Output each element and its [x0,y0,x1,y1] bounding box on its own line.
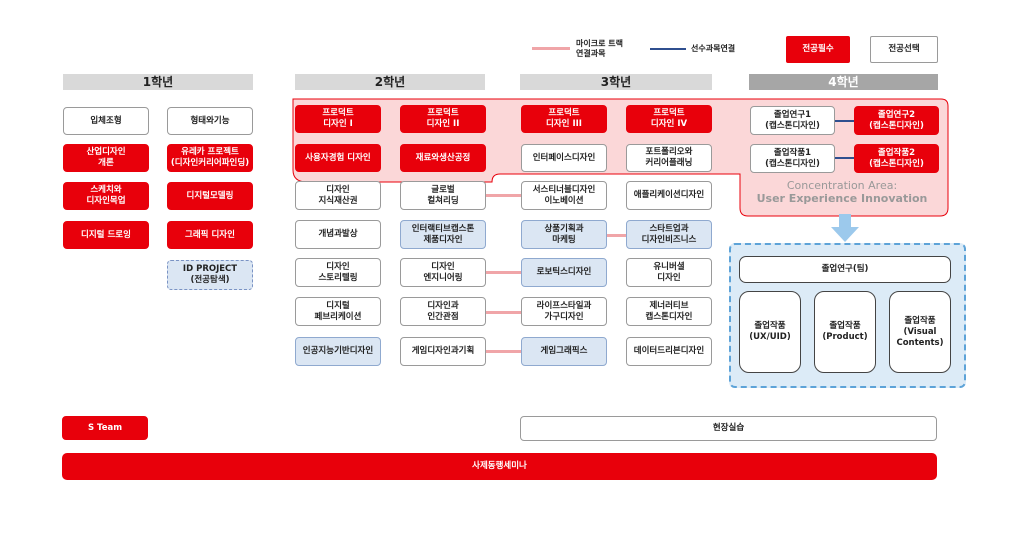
course-box-required[interactable]: 사용자경험 디자인 [295,144,381,172]
prereq-link [835,120,855,122]
course-box[interactable]: 애플리케이션디자인 [626,181,712,210]
course-box[interactable]: 졸업작품1 (캡스톤디자인) [750,144,835,173]
course-box-required[interactable]: 재료와생산공정 [400,144,486,172]
course-box-blue[interactable]: 게임그래픽스 [521,337,607,366]
year-1-header: 1학년 [63,74,253,90]
legend-prereq-line [650,48,686,50]
course-box[interactable]: 형태와기능 [167,107,253,135]
course-box[interactable]: 디지털 페브리케이션 [295,297,381,326]
course-box[interactable]: 유니버셜 디자인 [626,258,712,287]
course-box-required[interactable]: 디지털 드로잉 [63,221,149,249]
course-box[interactable]: 디자인 엔지니어링 [400,258,486,287]
legend-elective-badge: 전공선택 [870,36,938,63]
course-box[interactable]: 졸업작품 (Visual Contents) [889,291,951,373]
course-box-required[interactable]: 산업디자인 개론 [63,144,149,172]
course-box[interactable]: 졸업작품 (Product) [814,291,876,373]
course-box-blue[interactable]: 상품기획과 마케팅 [521,220,607,249]
year-2-header: 2학년 [295,74,485,90]
course-box[interactable]: 데이터드리븐디자인 [626,337,712,366]
course-box[interactable]: 졸업작품 (UX/UID) [739,291,801,373]
micro-link [485,311,521,314]
concentration-title: User Experience Innovation [756,192,928,205]
micro-link [485,194,521,197]
course-box[interactable]: 포트폴리오와 커리어플래닝 [626,144,712,172]
legend-prereq-label: 선수과목연결 [691,44,736,53]
course-box-required[interactable]: 프로덕트 디자인 III [521,105,607,133]
course-box[interactable]: 글로벌 컬쳐리딩 [400,181,486,210]
course-box[interactable]: 게임디자인과기획 [400,337,486,366]
course-box[interactable]: 현장실습 [520,416,937,441]
arrow-down-icon [831,214,859,242]
course-box-required[interactable]: 프로덕트 디자인 I [295,105,381,133]
course-box-required[interactable]: 프로덕트 디자인 IV [626,105,712,133]
year-3-header: 3학년 [520,74,712,90]
course-box-required[interactable]: 사제동행세미나 [62,453,937,480]
legend-micro-line [532,47,570,50]
course-box-required[interactable]: 졸업연구2 (캡스톤디자인) [854,106,939,135]
micro-link [607,234,627,237]
course-box-required[interactable]: S Team [62,416,148,440]
course-box-blue[interactable]: 인공지능기반디자인 [295,337,381,366]
course-box[interactable]: 인터페이스디자인 [521,144,607,172]
course-box-required[interactable]: 유레카 프로젝트 (디자인커리어파인딩) [167,144,253,172]
course-box[interactable]: 졸업연구1 (캡스톤디자인) [750,106,835,135]
concentration-label: Concentration Area: [786,179,898,192]
course-box[interactable]: 개념과발상 [295,220,381,249]
micro-link [485,271,521,274]
course-box[interactable]: 서스티너블디자인 이노베이션 [521,181,607,210]
course-box-required[interactable]: 디지털모델링 [167,182,253,210]
course-box-blue[interactable]: 스타트업과 디자인비즈니스 [626,220,712,249]
course-box-blue[interactable]: 인터랙티브캡스톤 제품디자인 [400,220,486,249]
course-box-blue[interactable]: 로보틱스디자인 [521,258,607,287]
micro-link [485,350,521,353]
course-box[interactable]: 디자인과 인간관점 [400,297,486,326]
course-box[interactable]: 졸업연구(팀) [739,256,951,283]
course-box-required[interactable]: 프로덕트 디자인 II [400,105,486,133]
year-4-header: 4학년 [749,74,938,90]
course-box[interactable]: 디자인 스토리텔링 [295,258,381,287]
course-box[interactable]: 입체조형 [63,107,149,135]
legend-micro-label: 마이크로 트랙 연결과목 [576,39,623,58]
course-box-required[interactable]: 그래픽 디자인 [167,221,253,249]
course-box-exploration[interactable]: ID PROJECT (전공탐색) [167,260,253,290]
course-box[interactable]: 디자인 지식재산권 [295,181,381,210]
course-box[interactable]: 라이프스타일과 가구디자인 [521,297,607,326]
prereq-link [835,157,855,159]
course-box-required[interactable]: 스케치와 디자인목업 [63,182,149,210]
course-box-required[interactable]: 졸업작품2 (캡스톤디자인) [854,144,939,173]
course-box[interactable]: 제너러티브 캡스톤디자인 [626,297,712,326]
legend-required-badge: 전공필수 [786,36,850,63]
